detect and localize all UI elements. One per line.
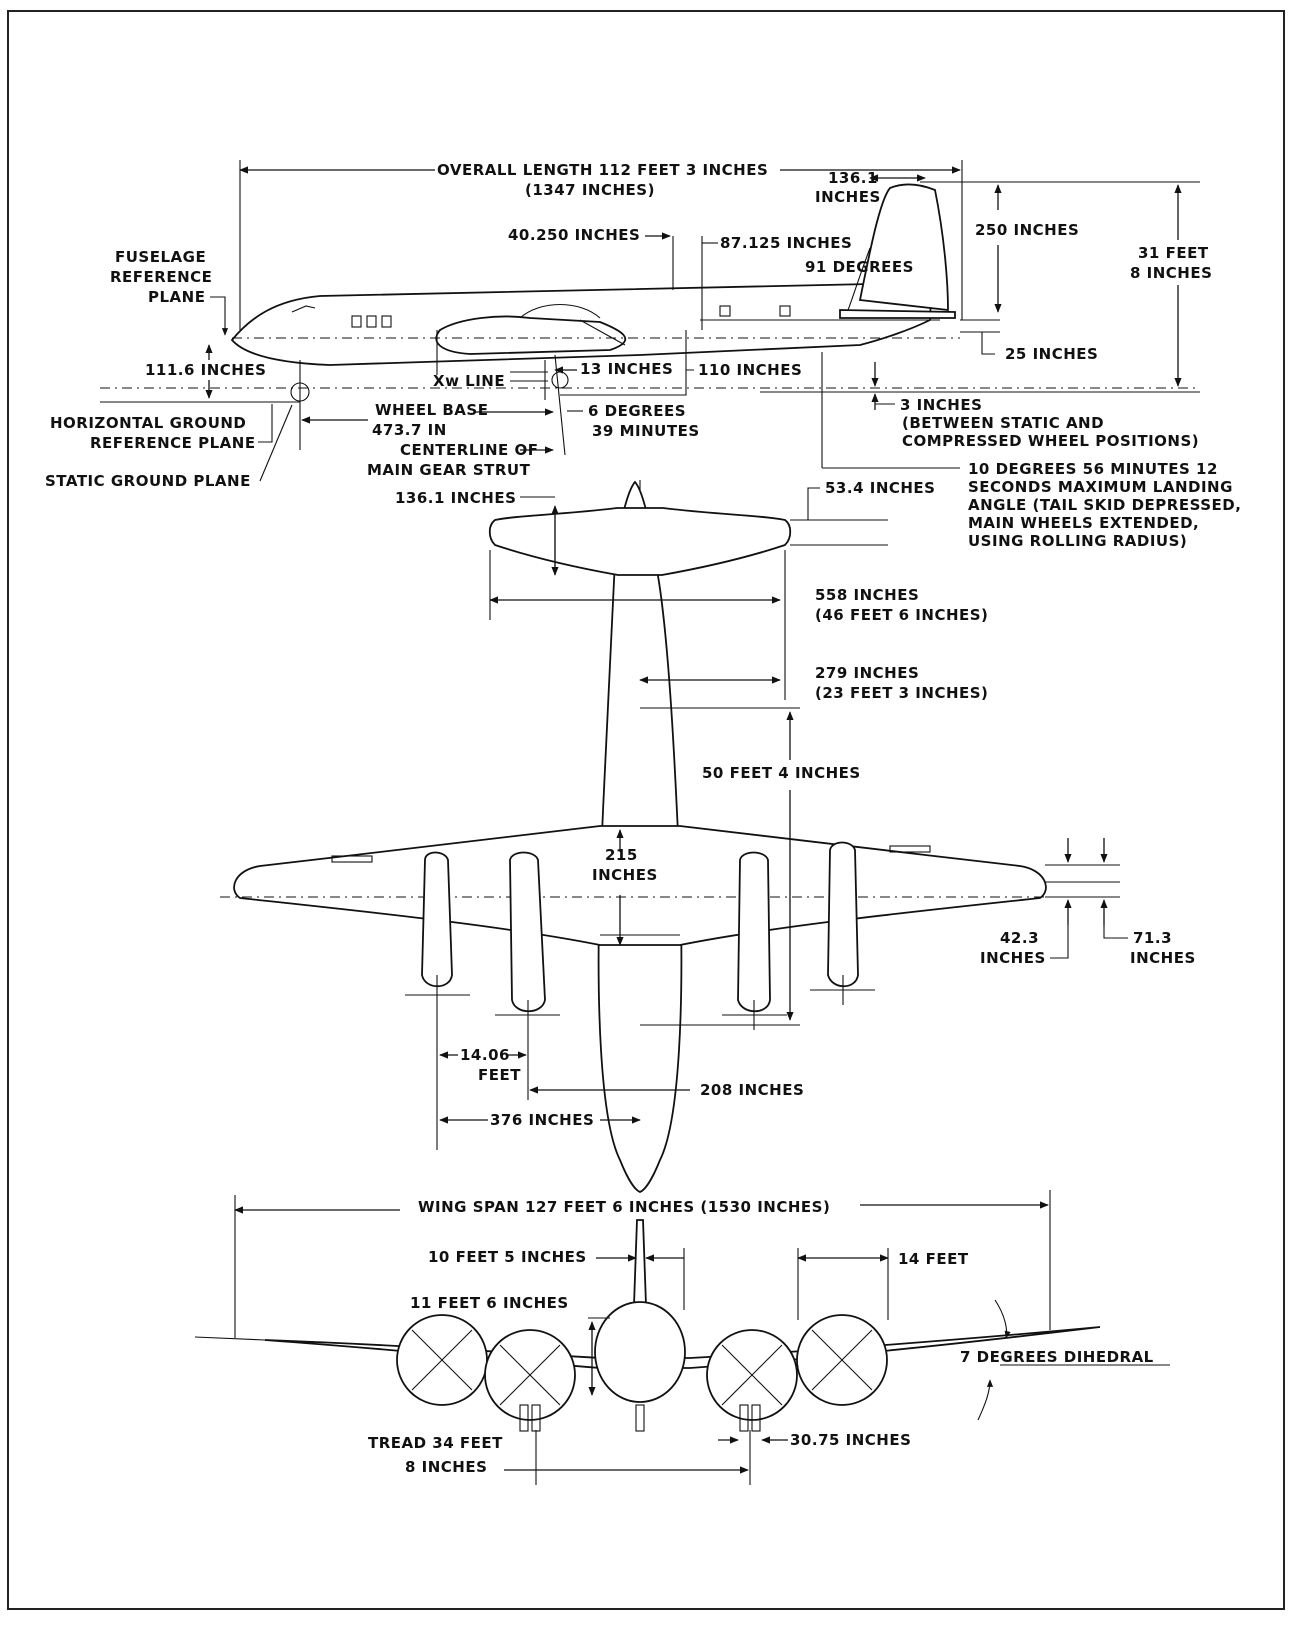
dim-111-6: 111.6 INCHES (145, 361, 266, 379)
centerline-label-2: MAIN GEAR STRUT (367, 461, 531, 479)
landing-angle-3: ANGLE (TAIL SKID DEPRESSED, (968, 496, 1241, 514)
total-height-feet: 31 FEET (1138, 244, 1209, 262)
front-landing-gear (519, 1404, 761, 1432)
fin-angle-label: 91 DEGREES (805, 258, 914, 276)
dim-40-250: 40.250 INCHES (508, 226, 640, 244)
half-stab-label: 279 INCHES (815, 664, 919, 682)
landing-angle-5: USING ROLLING RADIUS) (968, 532, 1187, 550)
landing-angle-4: MAIN WHEELS EXTENDED, (968, 514, 1199, 532)
dim-50-feet: 50 FEET 4 INCHES (702, 764, 861, 782)
root-chord-value: 215 (605, 846, 638, 864)
stab-span-feet: (46 FEET 6 INCHES) (815, 606, 988, 624)
dim-71-3-value: 71.3 (1133, 929, 1172, 947)
fuselage-ref-label-3: PLANE (148, 288, 205, 306)
engine-spacing-unit: FEET (478, 1066, 521, 1084)
tread-label-1: TREAD 34 FEET (368, 1434, 503, 1452)
dim-11-feet: 11 FEET 6 INCHES (410, 1294, 569, 1312)
dim-71-3-unit: INCHES (1130, 949, 1196, 967)
dim-14-feet: 14 FEET (898, 1250, 969, 1268)
dim-53-4: 53.4 INCHES (825, 479, 935, 497)
fin-height-label: 250 INCHES (975, 221, 1079, 239)
dim-87-125: 87.125 INCHES (720, 234, 852, 252)
fin-chord-value: 136.1 (828, 169, 878, 187)
dim-208: 208 INCHES (700, 1081, 804, 1099)
dihedral-label: 7 DEGREES DIHEDRAL (960, 1348, 1154, 1366)
plan-engine-4 (810, 841, 875, 1005)
dim-42-3-value: 42.3 (1000, 929, 1039, 947)
front-view: WING SPAN 127 FEET 6 INCHES (1530 INCHES… (194, 1190, 1170, 1485)
plan-horizontal-tail (488, 507, 792, 576)
fin-chord-unit: INCHES (815, 188, 881, 206)
dim-3-inches-2: (BETWEEN STATIC AND (902, 414, 1104, 432)
horizontal-ground-label-1: HORIZONTAL GROUND (50, 414, 246, 432)
dim-13-inches: 13 INCHES (580, 360, 673, 378)
gear-angle-label-1: 6 DEGREES (588, 402, 686, 420)
stab-span-label: 558 INCHES (815, 586, 919, 604)
dim-376: 376 INCHES (490, 1111, 594, 1129)
horizontal-ground-label-2: REFERENCE PLANE (90, 434, 256, 452)
centerline-label-1: CENTERLINE OF (400, 441, 539, 459)
engine-spacing-value: 14.06 (460, 1046, 510, 1064)
side-horizontal-stab (839, 309, 956, 319)
fuselage-ref-label-1: FUSELAGE (115, 248, 206, 266)
overall-length-label: OVERALL LENGTH 112 FEET 3 INCHES (437, 161, 768, 179)
total-height-inches: 8 INCHES (1130, 264, 1212, 282)
side-vertical-fin (858, 183, 949, 312)
xw-line-label: Xw LINE (433, 372, 505, 390)
plan-engine-3 (722, 851, 787, 1030)
landing-angle-1: 10 DEGREES 56 MINUTES 12 (968, 460, 1218, 478)
fuselage-ref-label-2: REFERENCE (110, 268, 212, 286)
half-stab-feet: (23 FEET 3 INCHES) (815, 684, 988, 702)
static-ground-label: STATIC GROUND PLANE (45, 472, 251, 490)
wing-span-label: WING SPAN 127 FEET 6 INCHES (1530 INCHES… (418, 1198, 830, 1216)
dim-110-inches: 110 INCHES (698, 361, 802, 379)
dim-25-inches: 25 INCHES (1005, 345, 1098, 363)
plan-engine-2 (495, 851, 560, 1030)
plan-view: 136.1 INCHES 53.4 INCHES 558 INCHES (46 … (220, 479, 1196, 1193)
gear-angle-label-2: 39 MINUTES (592, 422, 700, 440)
landing-angle-2: SECONDS MAXIMUM LANDING (968, 478, 1233, 496)
overall-length-inches: (1347 INCHES) (525, 181, 655, 199)
drawing-border (7, 10, 1285, 1610)
plan-engine-1 (405, 851, 470, 1010)
wheel-base-label-1: WHEEL BASE (375, 401, 488, 419)
tread-label-2: 8 INCHES (405, 1458, 487, 1476)
dim-30-75: 30.75 INCHES (790, 1431, 911, 1449)
dim-42-3-unit: INCHES (980, 949, 1046, 967)
root-chord-unit: INCHES (592, 866, 658, 884)
tail-chord-label: 136.1 INCHES (395, 489, 516, 507)
dim-3-inches-1: 3 INCHES (900, 396, 982, 414)
dim-3-inches-3: COMPRESSED WHEEL POSITIONS) (902, 432, 1199, 450)
side-engine-nacelle (435, 315, 627, 355)
side-view: OVERALL LENGTH 112 FEET 3 INCHES (1347 I… (45, 160, 1241, 550)
wheel-base-label-2: 473.7 IN (372, 421, 447, 439)
dim-10-feet: 10 FEET 5 INCHES (428, 1248, 587, 1266)
